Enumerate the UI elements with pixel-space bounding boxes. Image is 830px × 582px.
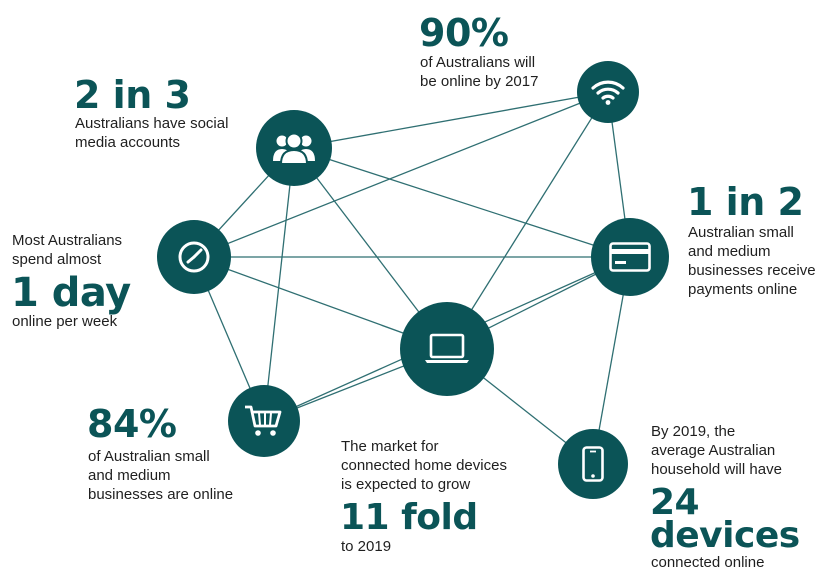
connector-line [263,147,295,422]
payments-description: Australian small and medium businesses r… [688,224,816,298]
wifi-node [577,61,639,123]
market-intro: The market for connected home devices is… [341,438,507,493]
connector-line [193,91,609,258]
wifi-icon [591,80,625,105]
time-stat: 1 day [11,270,131,316]
credit-card-icon [609,242,651,272]
cart-node [228,385,300,457]
devices-outro: connected online [651,554,765,571]
devices-stat-label: devices [650,515,800,556]
devices-intro: By 2019, the average Australian househol… [651,423,782,478]
clock-icon [178,241,210,273]
phone-node [558,429,628,499]
shopping-cart-icon [245,405,282,436]
market-stat: 11 fold [340,497,478,538]
payments-stat: 1 in 2 [687,180,804,224]
users-icon [273,132,315,165]
clock-node [157,220,231,294]
connector-line [293,91,609,149]
social-node [256,110,332,186]
internet-description: of Australians will be online by 2017 [420,54,539,90]
internet-stat: 90% [419,11,509,55]
time-intro: Most Australians spend almost [12,232,123,268]
social-description: Australians have social media accounts [75,115,229,151]
time-outro: online per week [12,313,118,330]
card-node [591,218,669,296]
business-description: of Australian small and medium businesse… [88,448,234,503]
smartphone-icon [582,446,604,482]
business-stat: 84% [87,402,177,446]
connector-line [293,147,631,258]
market-outro: to 2019 [341,538,392,555]
laptop-icon [425,333,469,363]
connector-line [446,91,609,350]
social-stat: 2 in 3 [74,73,191,117]
devices-stat-number: 24 [650,482,700,523]
laptop-node [400,302,494,396]
